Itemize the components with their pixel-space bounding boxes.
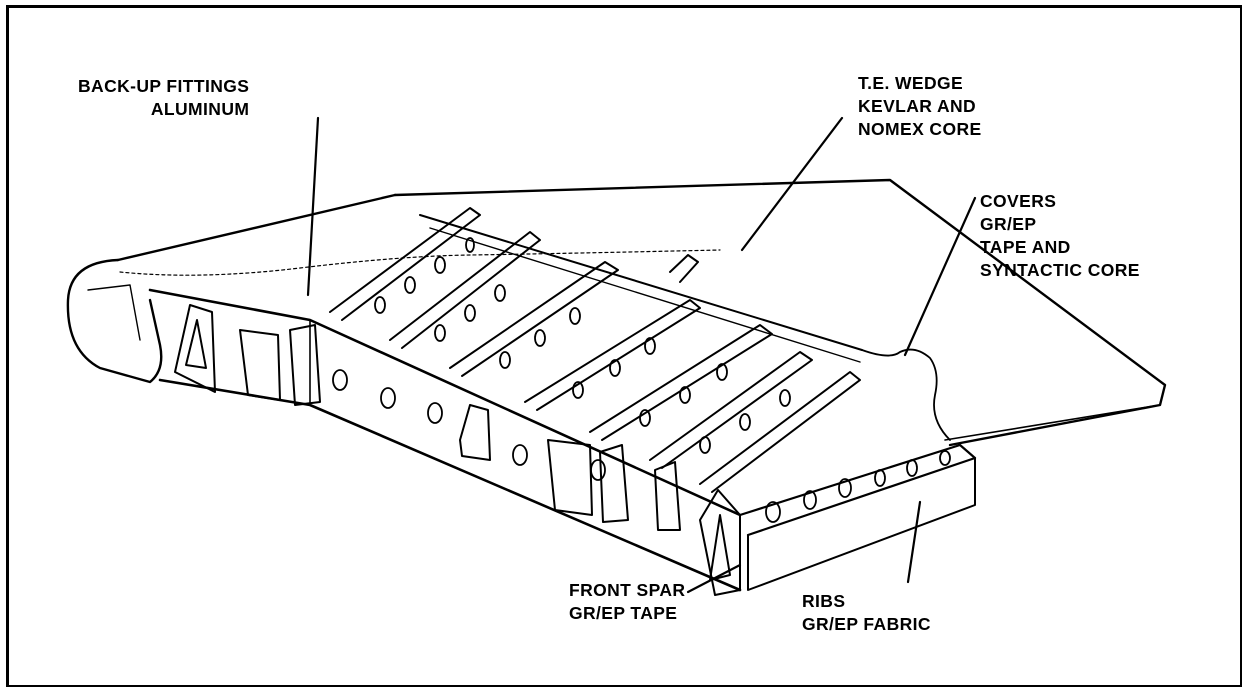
callout-te-wedge-line1: T.E. WEDGE [858,73,964,93]
callout-front-spar: FRONT SPAR GR/EP TAPE [569,579,685,625]
callout-te-wedge-line2: KEVLAR AND [858,96,977,116]
front-spar-bottom [158,378,742,592]
rear-spar-top [419,214,863,351]
backup-fittings [174,304,741,596]
leader-ribs [906,500,922,584]
figure-frame [6,5,1242,687]
callout-covers-line4: SYNTACTIC CORE [980,260,1140,280]
left-end-cap [66,258,163,384]
leader-covers [903,196,977,357]
trailing-edge-wedge-outline [393,178,1167,447]
left-end-cap-inner [87,284,141,341]
leader-te-wedge [740,116,844,252]
right-end-rib [738,443,977,537]
callout-te-wedge: T.E. WEDGE KEVLAR AND NOMEX CORE [858,72,982,141]
lightening-holes [332,237,951,523]
callout-covers-line2: GR/EP [980,214,1037,234]
callout-front-spar-line2: GR/EP TAPE [569,603,678,623]
callout-te-wedge-line3: NOMEX CORE [858,119,982,139]
trailing-edge-wedge-lower [944,404,1161,441]
right-wavy-edge [861,348,951,441]
callout-covers: COVERS GR/EP TAPE AND SYNTACTIC CORE [980,190,1140,282]
callout-backup-fittings-line2: ALUMINUM [150,99,250,119]
callout-backup-fittings: BACK-UP FITTINGS ALUMINUM [78,75,249,121]
leader-lines [306,116,977,594]
trailing-edge-horn [669,254,699,283]
callout-backup-fittings-line1: BACK-UP FITTINGS [78,76,250,96]
cover-dotted-edge [119,249,721,276]
rear-spar-lower [429,227,861,363]
cover-top-edge [116,193,397,262]
callout-covers-line1: COVERS [980,191,1057,211]
leader-backup-fittings [306,116,320,297]
callout-covers-line3: TAPE AND [980,237,1071,257]
callout-ribs: RIBS GR/EP FABRIC [802,590,931,636]
callout-front-spar-line1: FRONT SPAR [569,580,686,600]
callout-ribs-line2: GR/EP FABRIC [802,614,931,634]
right-end-rib-bottom [747,457,976,591]
leader-front-spar [686,563,742,594]
callout-ribs-line1: RIBS [802,591,846,611]
